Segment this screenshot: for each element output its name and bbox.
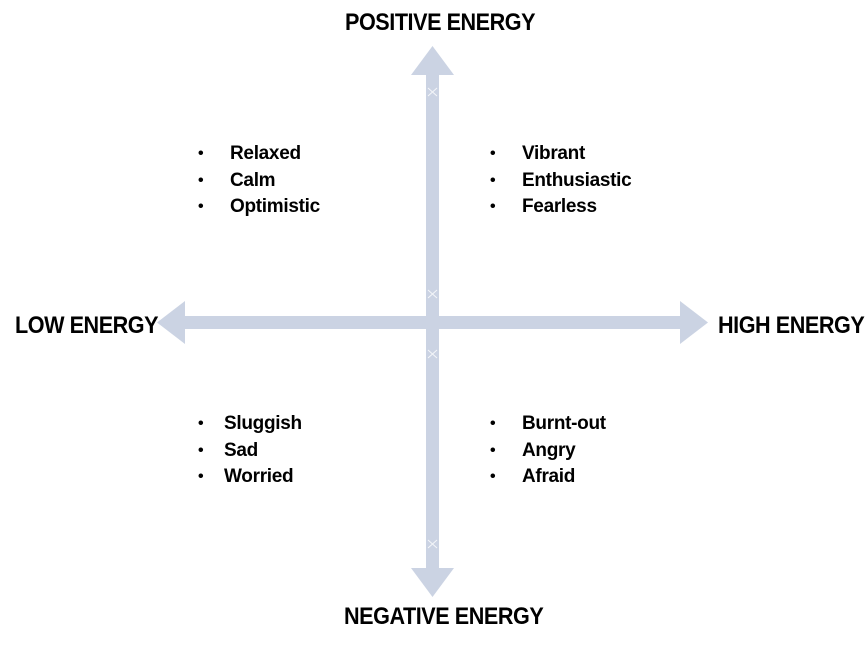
bullet: •: [198, 468, 204, 485]
positive-energy-label: POSITIVE ENERGY: [345, 9, 536, 36]
bullet: •: [490, 441, 496, 459]
list-item: • Afraid: [490, 464, 606, 491]
horizontal-axis-shaft: [182, 316, 684, 329]
negative-energy-label: NEGATIVE ENERGY: [344, 603, 544, 630]
quadrant-low-positive: • Relaxed • Calm • Optimistic: [198, 141, 320, 221]
list-item: • Vibrant: [490, 141, 631, 168]
up-arrow-head: [411, 46, 454, 75]
list-item-text: Worried: [224, 466, 294, 487]
list-item: • Calm: [198, 168, 320, 195]
list-item-text: Burnt-out: [522, 413, 606, 434]
list-item-text: Relaxed: [230, 143, 301, 164]
list-item-text: Sad: [224, 439, 258, 461]
list-item-text: Enthusiastic: [522, 169, 632, 191]
list-item: • Worried: [198, 464, 302, 491]
list-item: • Sad: [198, 438, 302, 465]
list-item-text: Optimistic: [230, 196, 320, 217]
quadrant-high-positive: • Vibrant • Enthusiastic • Fearless: [490, 141, 632, 221]
quadrant-low-negative: • Sluggish • Sad • Worried: [198, 411, 302, 491]
bullet: •: [490, 198, 496, 215]
bullet: •: [490, 415, 496, 432]
axis-arrows: [157, 46, 708, 597]
bullet: •: [198, 441, 204, 459]
list-item-text: Angry: [522, 439, 576, 461]
list-item: • Relaxed: [198, 141, 320, 168]
list-item: • Fearless: [490, 194, 631, 221]
list-item-text: Fearless: [522, 196, 597, 217]
bullet: •: [198, 415, 204, 432]
left-arrow-head: [157, 301, 185, 344]
bullet: •: [490, 468, 496, 485]
list-item-text: Afraid: [522, 466, 576, 487]
shaft-artifact: [427, 87, 438, 549]
bullet: •: [198, 198, 204, 215]
low-energy-label: LOW ENERGY: [15, 312, 159, 339]
bullet: •: [198, 171, 204, 189]
list-item-text: Sluggish: [224, 413, 302, 434]
bullet: •: [490, 171, 496, 189]
list-item: • Optimistic: [198, 194, 320, 221]
list-item-text: Vibrant: [522, 143, 586, 164]
bullet: •: [490, 145, 496, 162]
bullet: •: [198, 145, 204, 162]
quadrant-high-negative: • Burnt-out • Angry • Afraid: [490, 411, 606, 491]
list-item: • Angry: [490, 438, 606, 465]
list-item: • Enthusiastic: [490, 168, 632, 195]
list-item: • Sluggish: [198, 411, 302, 438]
right-arrow-head: [680, 301, 708, 344]
list-item-text: Calm: [230, 169, 276, 191]
high-energy-label: HIGH ENERGY: [718, 312, 865, 339]
down-arrow-head: [411, 568, 454, 597]
list-item: • Burnt-out: [490, 411, 606, 438]
